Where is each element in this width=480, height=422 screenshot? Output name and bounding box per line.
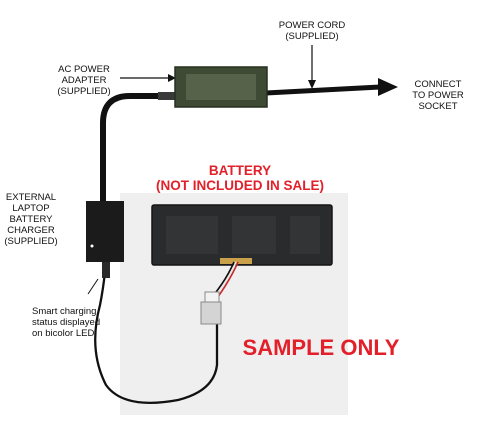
battery-title: BATTERY (NOT INCLUDED IN SALE) — [132, 163, 348, 193]
charger-led — [90, 244, 94, 248]
battery-tape — [220, 258, 252, 264]
battery-cell-right — [290, 216, 320, 254]
battery-cell-left — [166, 216, 218, 254]
battery-title-line: (NOT INCLUDED IN SALE) — [156, 178, 324, 193]
ac-adapter-label-line: ADAPTER — [61, 75, 107, 86]
battery-title-line: BATTERY — [208, 163, 272, 178]
smart-led-label: Smart charging status displayed on bicol… — [32, 306, 120, 339]
ac-adapter-label-text: AC POWER ADAPTER (SUPPLIED) — [44, 64, 124, 97]
sample-watermark: SAMPLE ONLY — [242, 335, 400, 360]
battery-cell-mid — [232, 216, 276, 254]
smart-led-label-line: on bicolor LED — [32, 328, 95, 339]
external-charger-label-line: (SUPPLIED) — [4, 236, 58, 247]
power-cord-label-line: POWER CORD — [278, 20, 346, 31]
ac-adapter-label-line: AC POWER — [58, 64, 110, 75]
battery-connector-latch — [204, 291, 220, 303]
power-cord-arrowhead — [378, 78, 398, 96]
battery-connector — [200, 301, 222, 325]
dc-cable — [100, 93, 176, 203]
led-pointer — [87, 278, 99, 295]
connect-label-line: CONNECT — [414, 79, 462, 90]
external-charger-label-line: CHARGER — [7, 225, 55, 236]
connect-label: CONNECT TO POWER SOCKET — [400, 79, 476, 112]
adapter-pointer-head — [168, 74, 176, 82]
cable-strain-relief — [158, 92, 176, 100]
smart-led-label-line: Smart charging — [32, 306, 97, 317]
charger-box — [86, 201, 124, 262]
external-charger-label-line: LAPTOP — [12, 203, 50, 214]
charger-cable — [94, 262, 219, 404]
smart-led-label-line: status displayed — [32, 317, 101, 328]
power-cord-label: POWER CORD (SUPPLIED) — [270, 20, 354, 42]
external-charger-label-line: BATTERY — [9, 214, 53, 225]
connect-label-line: SOCKET — [418, 101, 458, 112]
ac-adapter-label-line: (SUPPLIED) — [57, 86, 111, 97]
external-charger-label-line: EXTERNAL — [5, 192, 57, 203]
external-charger-label: EXTERNAL LAPTOP BATTERY CHARGER (SUPPLIE… — [0, 192, 62, 247]
connect-label-line: TO POWER — [412, 90, 464, 101]
power-cord-pointer-head — [308, 80, 316, 89]
power-cord — [265, 84, 381, 96]
power-cord-label-line: (SUPPLIED) — [285, 31, 339, 42]
ac-adapter-label — [186, 74, 256, 100]
charger-plug — [102, 262, 110, 278]
